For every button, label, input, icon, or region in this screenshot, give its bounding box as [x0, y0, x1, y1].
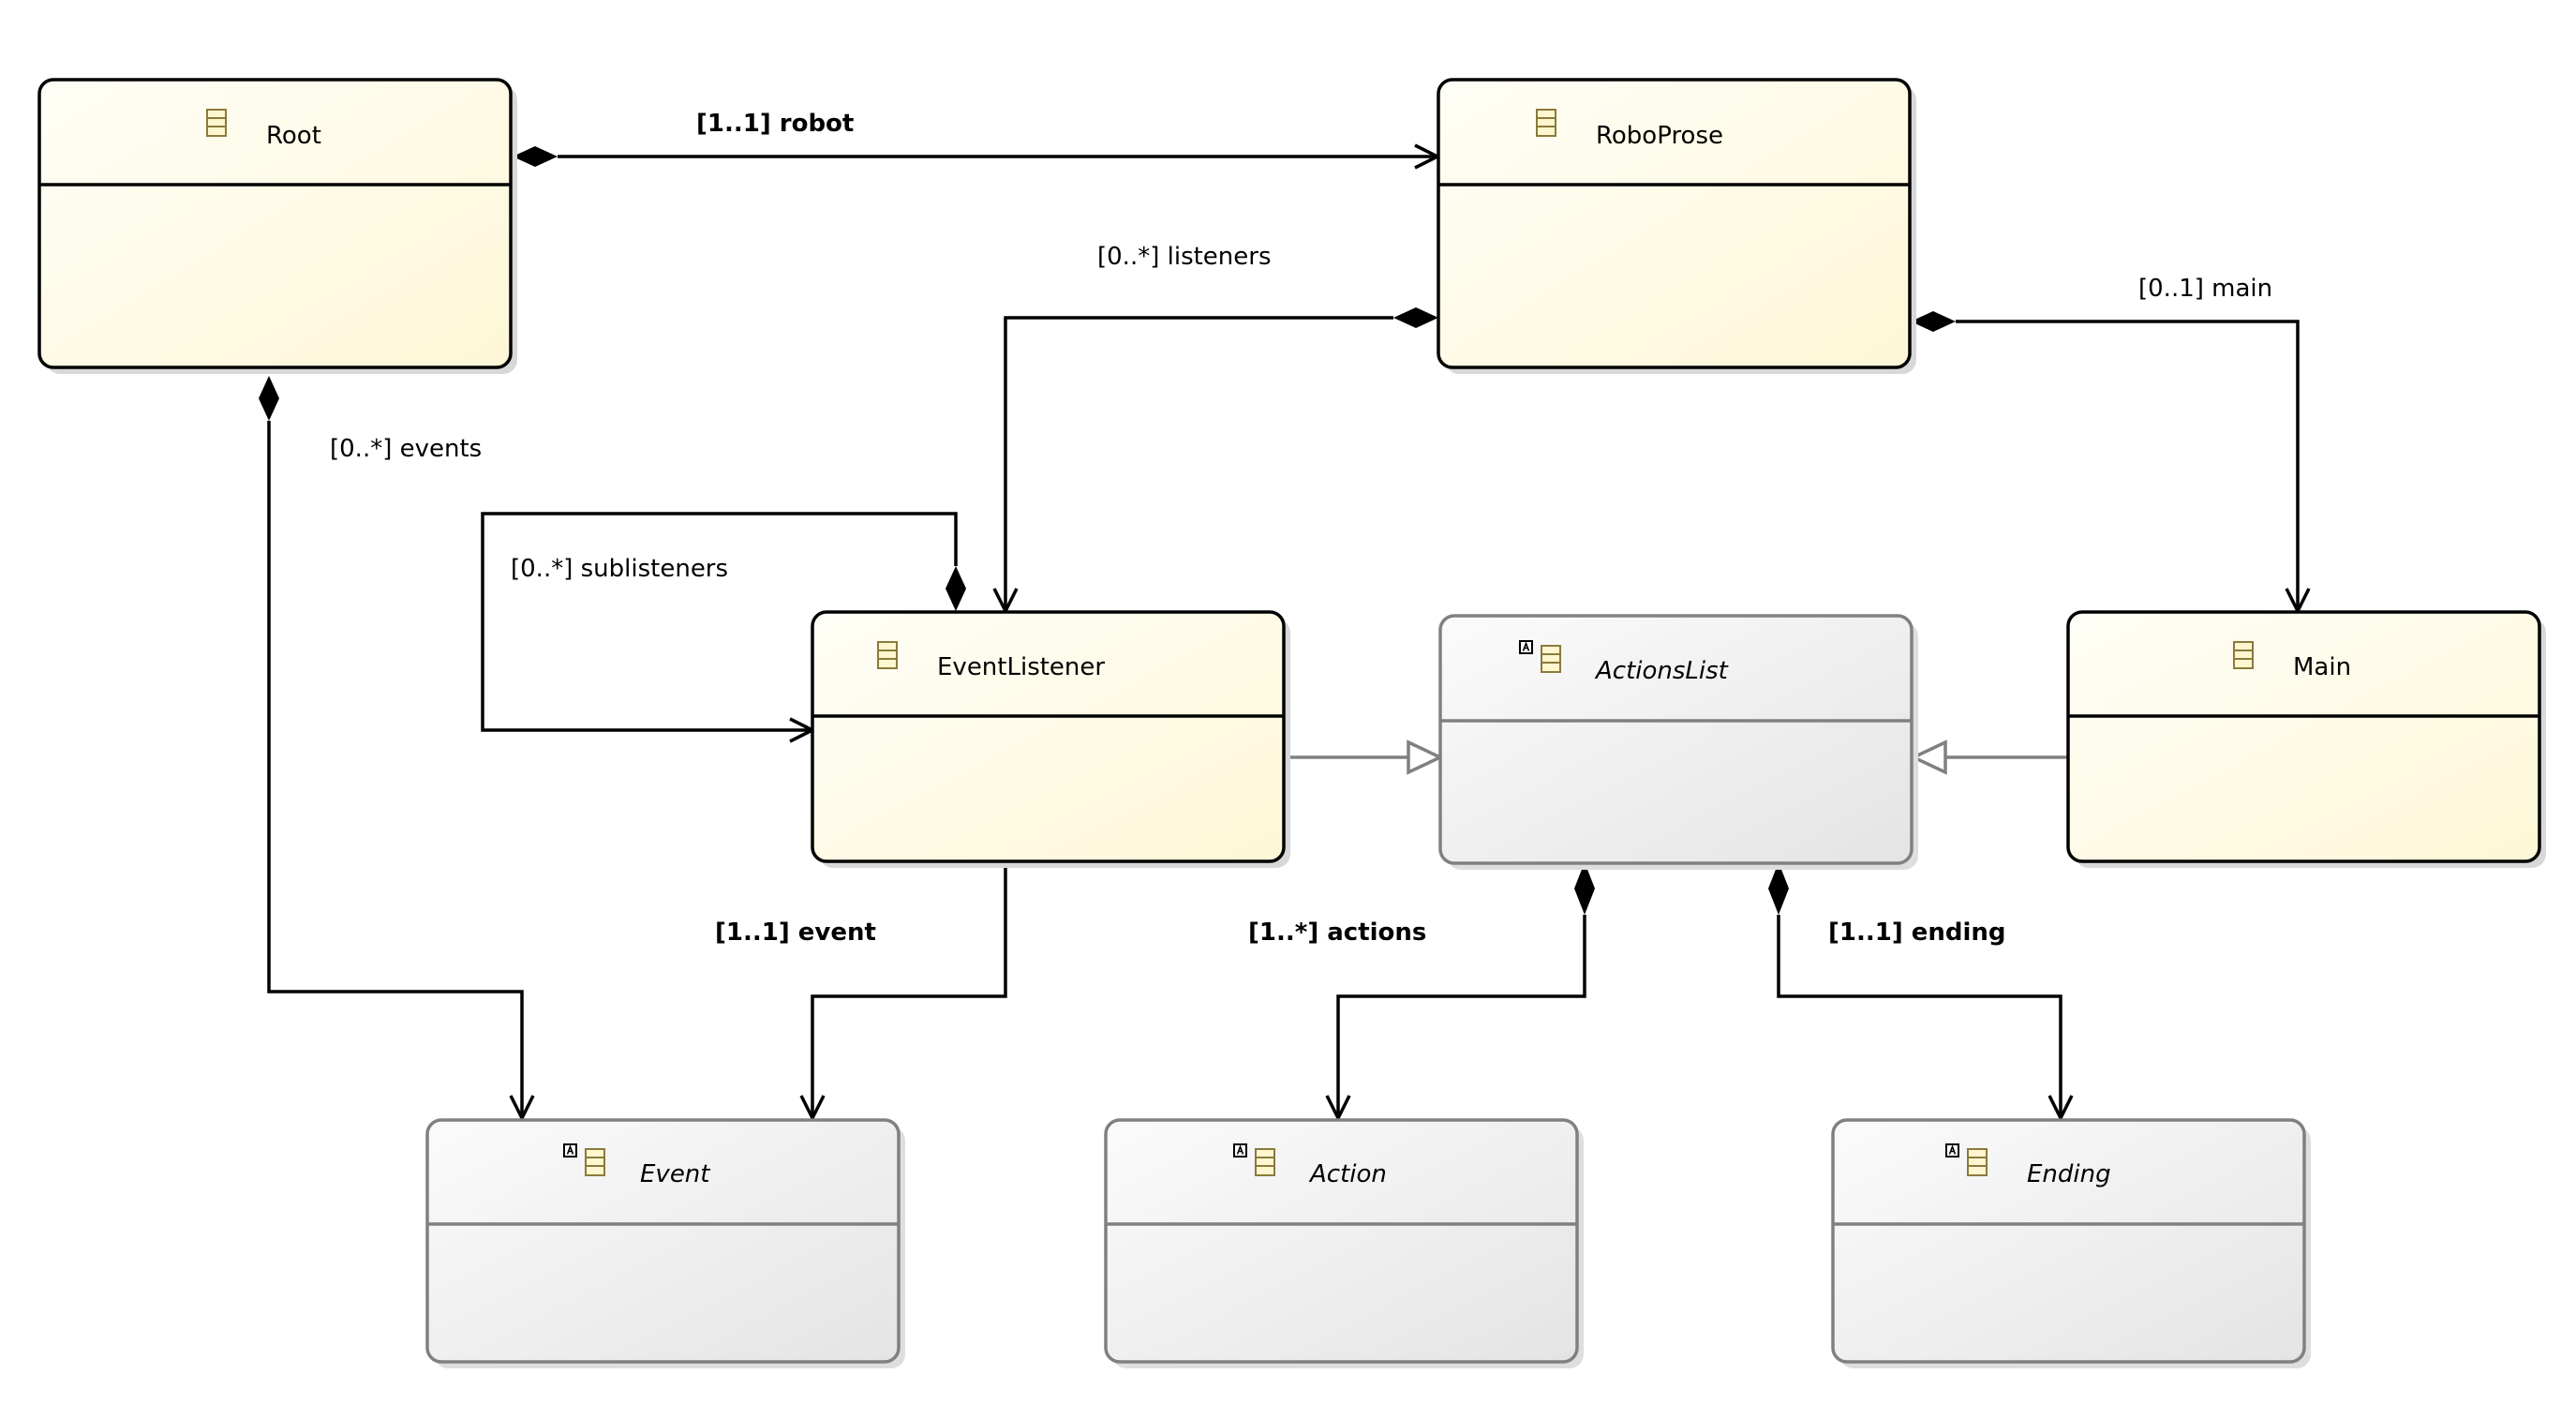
class-icon	[206, 109, 227, 137]
class-icon	[585, 1148, 605, 1176]
class-ending[interactable]: Ending	[1831, 1118, 2311, 1368]
class-roboprose[interactable]: RoboProse	[1437, 78, 1916, 374]
class-name: Main	[2293, 653, 2351, 681]
class-action[interactable]: Action	[1104, 1118, 1584, 1368]
reference-event-label: [1..1] event	[715, 919, 876, 947]
class-name: Ending	[2027, 1160, 2111, 1188]
abstract-badge-icon	[1233, 1143, 1247, 1158]
reference-actions[interactable]	[1325, 862, 1595, 1122]
class-icon	[1255, 1148, 1275, 1176]
reference-main-label: [0..1] main	[2138, 275, 2272, 303]
reference-robot[interactable]	[513, 143, 1441, 170]
class-name: Action	[1308, 1160, 1387, 1188]
class-icon	[1541, 645, 1561, 673]
reference-event[interactable]	[799, 864, 1007, 1122]
abstract-badge-icon	[1945, 1143, 1959, 1158]
reference-ending[interactable]	[1768, 862, 2074, 1122]
class-icon	[877, 641, 898, 669]
generalization-main-actionslist[interactable]	[1909, 739, 2067, 775]
reference-main[interactable]	[1911, 311, 2311, 615]
class-event[interactable]: Event	[425, 1118, 905, 1368]
generalization-eventlistener-actionslist[interactable]	[1287, 739, 1445, 775]
class-name: RoboProse	[1596, 122, 1723, 150]
class-name: EventListener	[937, 653, 1105, 681]
reference-actions-label: [1..*] actions	[1248, 919, 1426, 947]
class-icon	[1967, 1148, 1988, 1176]
reference-listeners[interactable]	[992, 307, 1438, 615]
class-eventlistener[interactable]: EventListener	[811, 610, 1290, 868]
class-icon	[2233, 641, 2254, 669]
reference-sublisteners-label: [0..*] sublisteners	[511, 555, 728, 583]
class-icon	[1536, 109, 1556, 137]
reference-listeners-label: [0..*] listeners	[1097, 243, 1272, 271]
reference-robot-label: [1..1] robot	[696, 110, 854, 138]
class-root[interactable]: Root	[37, 78, 517, 374]
class-actionslist[interactable]: ActionsList	[1438, 614, 1918, 870]
reference-events-label: [0..*] events	[330, 435, 482, 463]
class-main[interactable]: Main	[2066, 610, 2546, 868]
class-name: Root	[266, 122, 321, 150]
abstract-badge-icon	[1519, 640, 1533, 654]
abstract-badge-icon	[563, 1143, 577, 1158]
class-name: ActionsList	[1594, 657, 1729, 685]
reference-ending-label: [1..1] ending	[1828, 919, 2006, 947]
class-name: Event	[640, 1160, 710, 1188]
reference-events[interactable]	[259, 376, 535, 1122]
